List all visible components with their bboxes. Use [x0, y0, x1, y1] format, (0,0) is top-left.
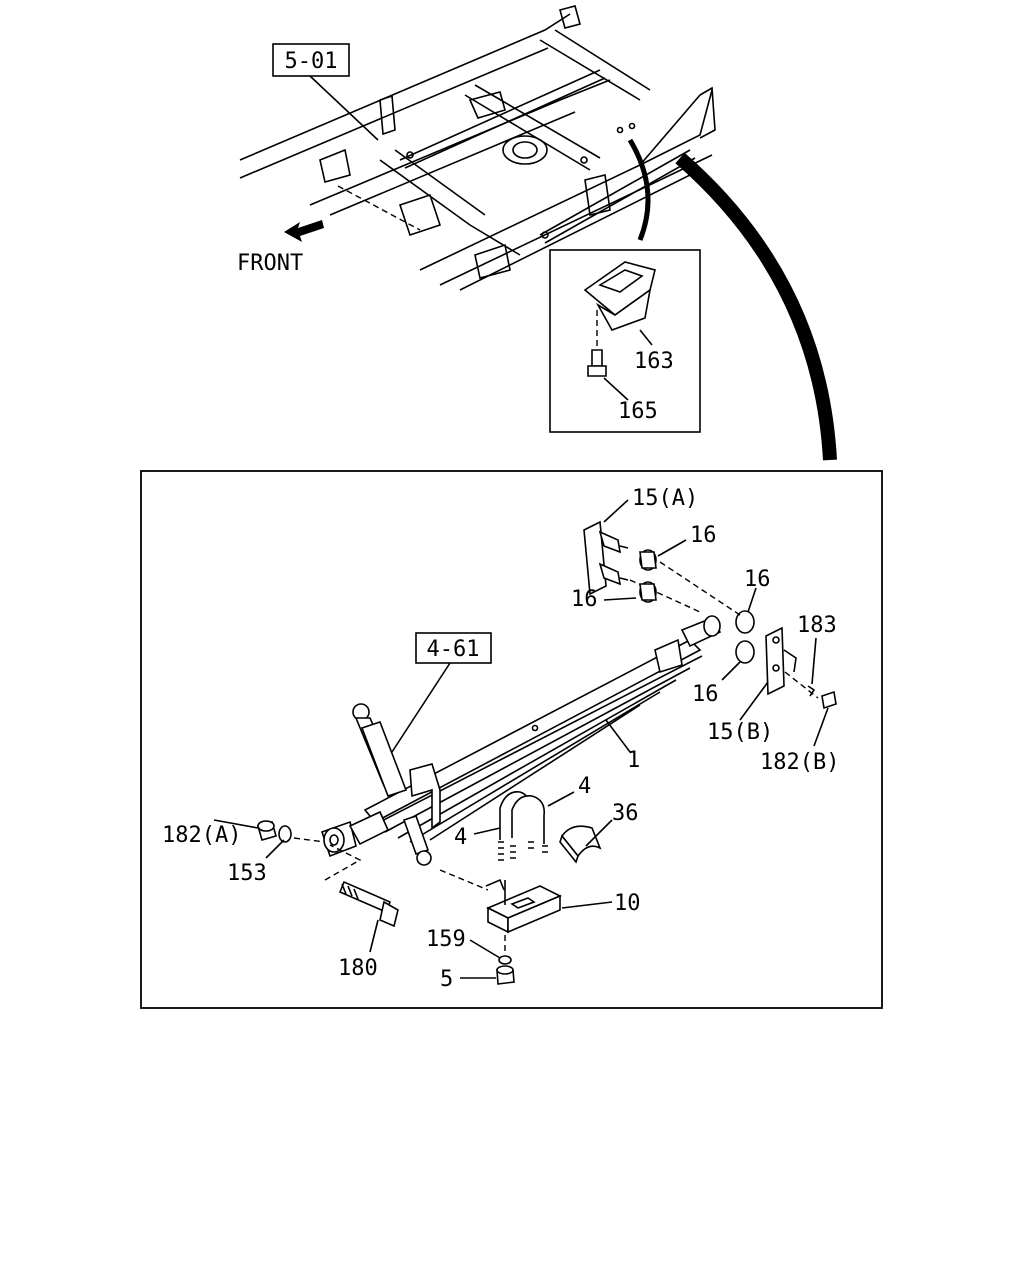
label-183: 183 — [797, 613, 837, 638]
label-5: 5 — [440, 967, 453, 992]
label-159: 159 — [426, 927, 466, 952]
reference-4-61: 4-61 — [391, 632, 492, 753]
shock-absorber — [352, 703, 432, 866]
ref-label-5-01: 5-01 — [285, 49, 338, 74]
washer-nut — [496, 935, 515, 985]
label-15b: 15(B) — [707, 720, 773, 745]
label-1: 1 — [627, 748, 640, 773]
spring-plate — [439, 869, 562, 934]
label-10: 10 — [614, 891, 641, 916]
label-182b: 182(B) — [760, 750, 839, 775]
shackle-15b — [765, 626, 837, 710]
chassis-frame — [239, 5, 716, 291]
callout-arrow-large — [675, 152, 837, 461]
label-165: 165 — [618, 399, 658, 424]
label-4-b: 4 — [454, 825, 467, 850]
detail-box: 163 165 — [549, 249, 701, 433]
main-figure-frame — [140, 470, 883, 1009]
label-153: 153 — [227, 861, 267, 886]
front-nut-washer — [257, 820, 326, 843]
label-16-a: 16 — [690, 523, 717, 548]
label-36: 36 — [612, 801, 639, 826]
bushings-16 — [639, 549, 755, 664]
reference-5-01: 5-01 — [272, 43, 379, 141]
label-15a: 15(A) — [632, 486, 698, 511]
front-label: FRONT — [237, 251, 303, 276]
u-bolts — [498, 791, 548, 861]
label-163: 163 — [634, 349, 674, 374]
label-4-a: 4 — [578, 774, 591, 799]
ref-label-4-61: 4-61 — [427, 637, 480, 662]
label-16-c: 16 — [571, 587, 598, 612]
front-arrow: FRONT — [237, 220, 324, 276]
arrow-left-icon — [284, 220, 324, 242]
label-180: 180 — [338, 956, 378, 981]
callout-arrow-small — [627, 138, 651, 241]
leader-lines — [213, 499, 829, 979]
leaf-spring — [320, 615, 722, 858]
spacer-36 — [559, 825, 602, 864]
label-182a: 182(A) — [162, 823, 241, 848]
bolt-180 — [324, 844, 399, 928]
part-labels: 15(A) 16 16 16 183 16 15(B) 182(B) 1 4 3… — [162, 486, 839, 992]
label-16-b: 16 — [744, 567, 771, 592]
label-16-d: 16 — [692, 682, 719, 707]
